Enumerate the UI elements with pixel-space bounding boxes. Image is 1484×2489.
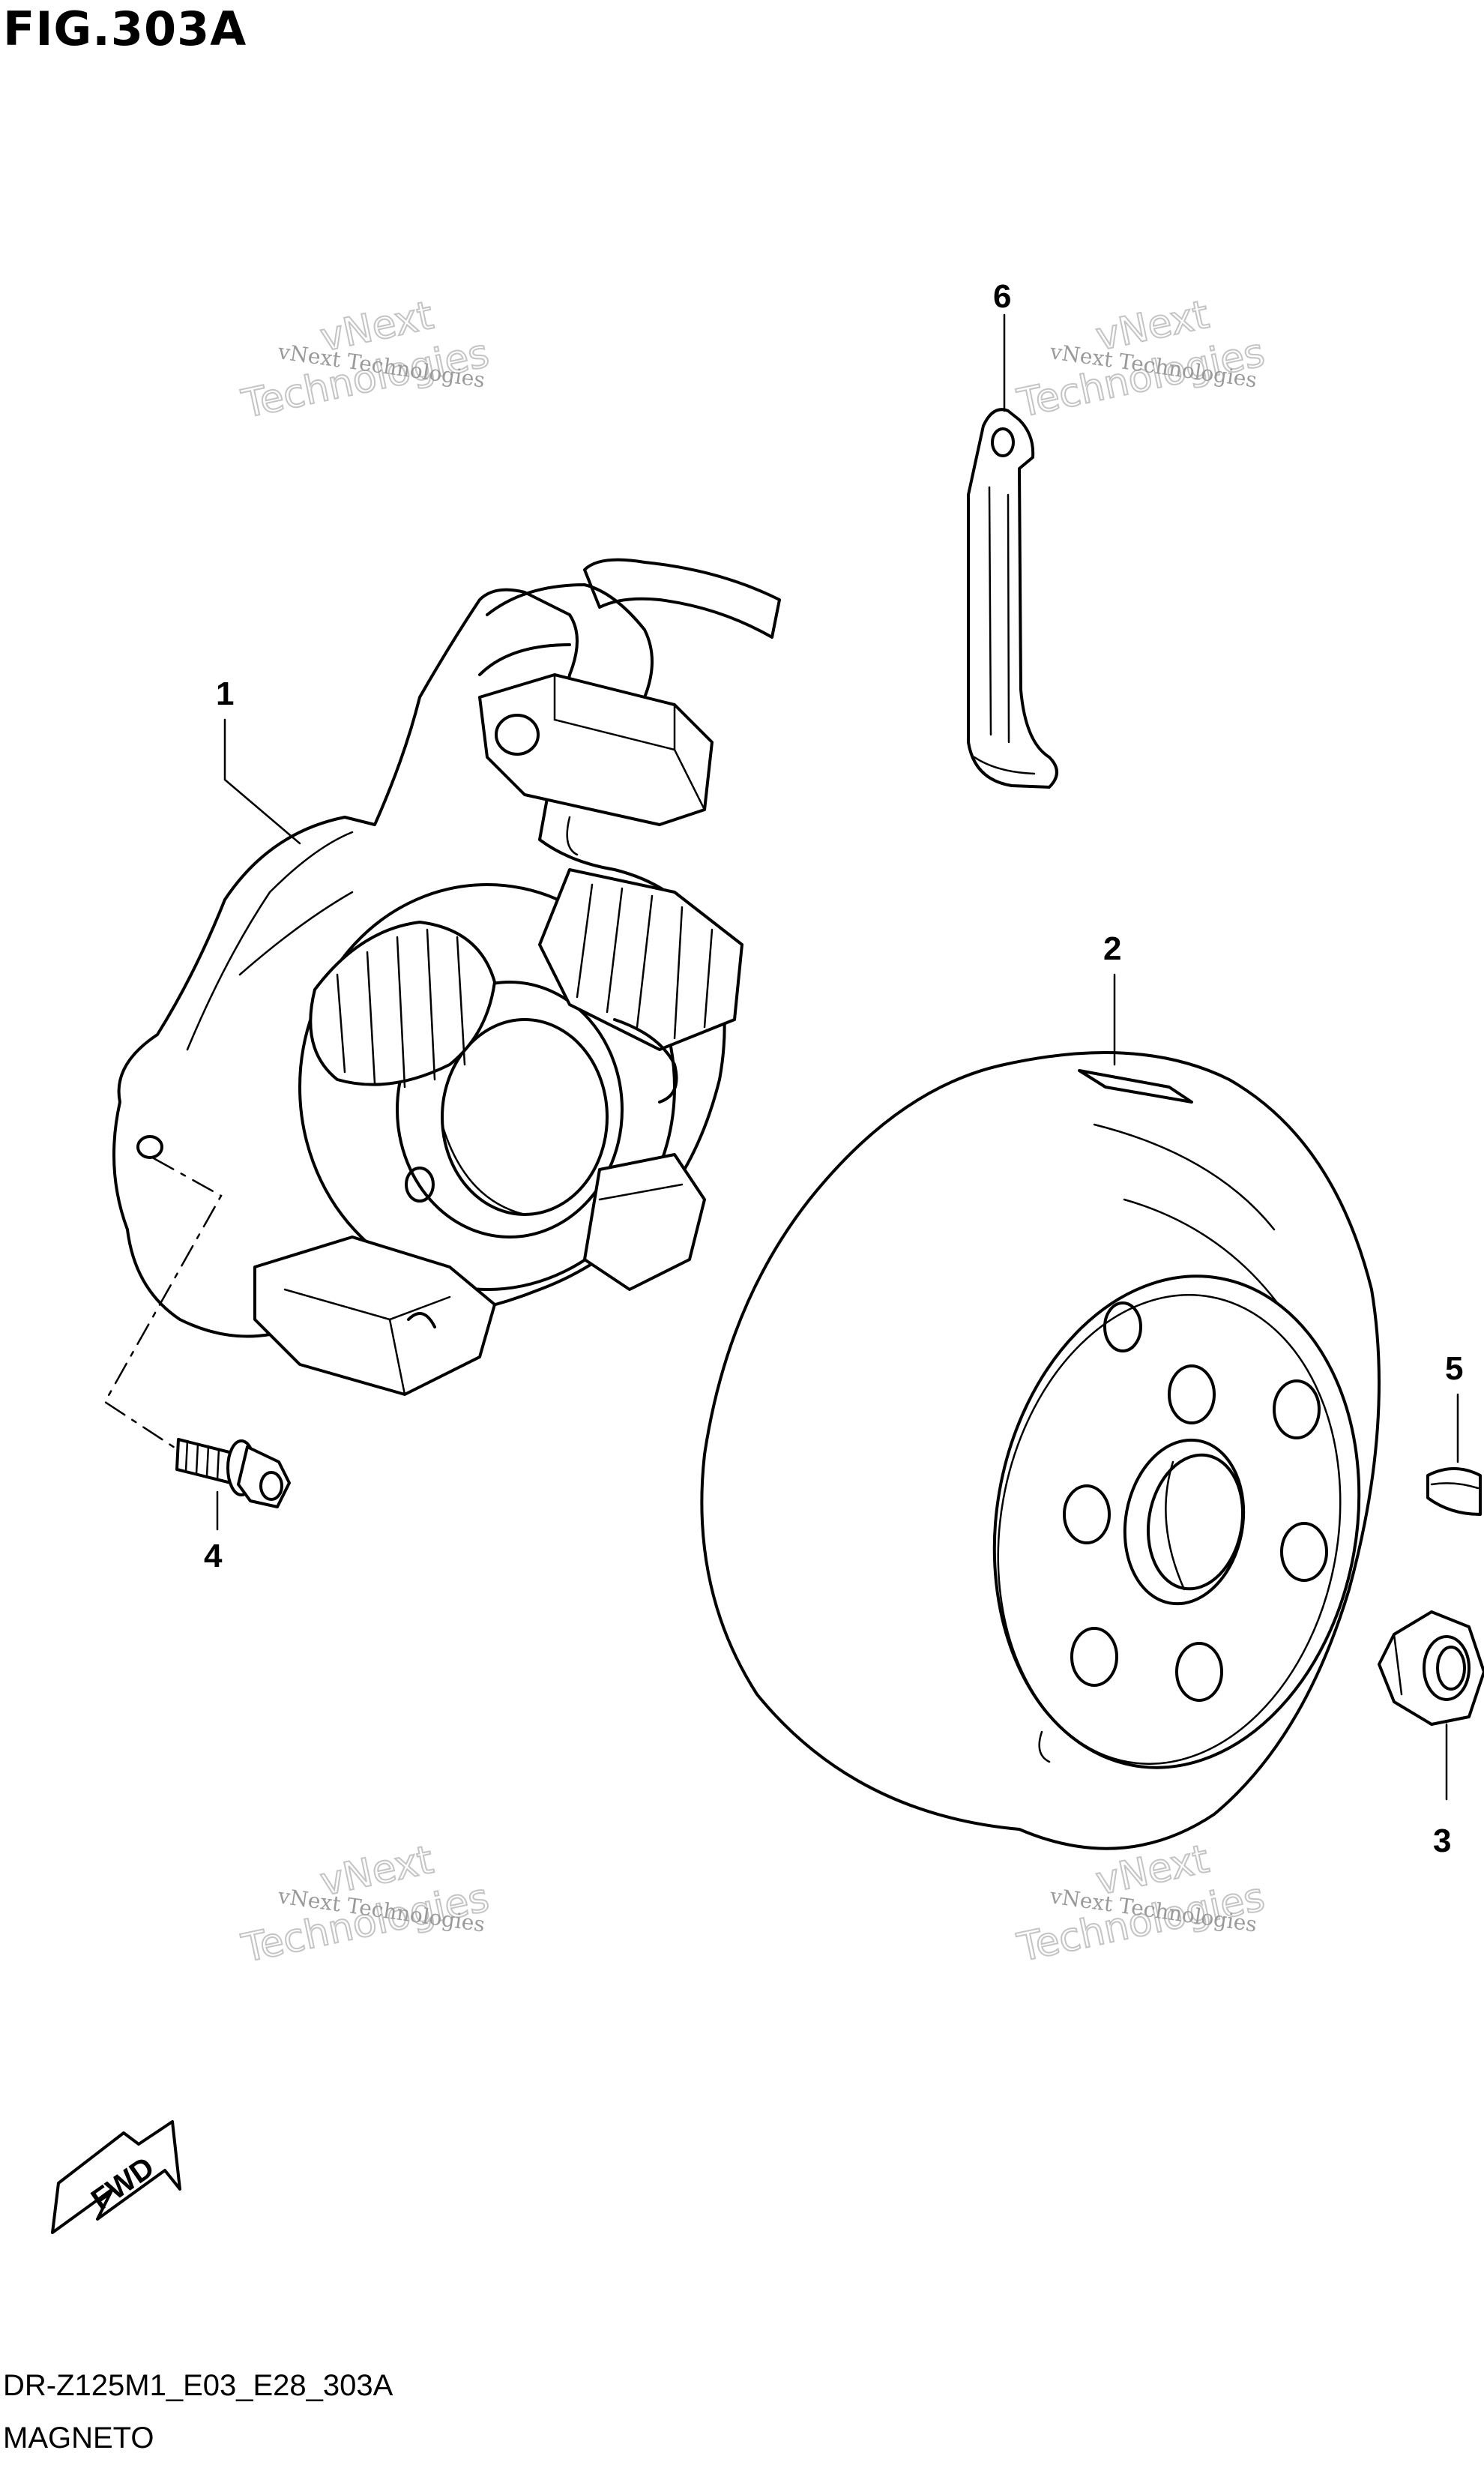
callout-2: 2 [1103, 930, 1121, 967]
model-code: DR-Z125M1_E03_E28_303A [3, 2369, 393, 2402]
part-3-nut[interactable] [1378, 1610, 1484, 1726]
part-1-stator[interactable] [112, 558, 781, 1396]
section-name: MAGNETO [3, 2422, 154, 2455]
figure-title: FIG.303A [3, 1, 247, 56]
callout-1: 1 [216, 675, 234, 712]
callout-3: 3 [1433, 1823, 1451, 1859]
fwd-arrow: FWD [51, 2120, 181, 2234]
part-6-clamp[interactable] [967, 408, 1058, 789]
callout-5: 5 [1445, 1350, 1463, 1387]
callout-6: 6 [993, 278, 1011, 315]
part-4-bolt[interactable] [175, 1438, 291, 1508]
part-5-key[interactable] [1426, 1467, 1482, 1516]
part-2-rotor[interactable] [700, 1051, 1396, 1850]
callout-4: 4 [204, 1538, 223, 1574]
